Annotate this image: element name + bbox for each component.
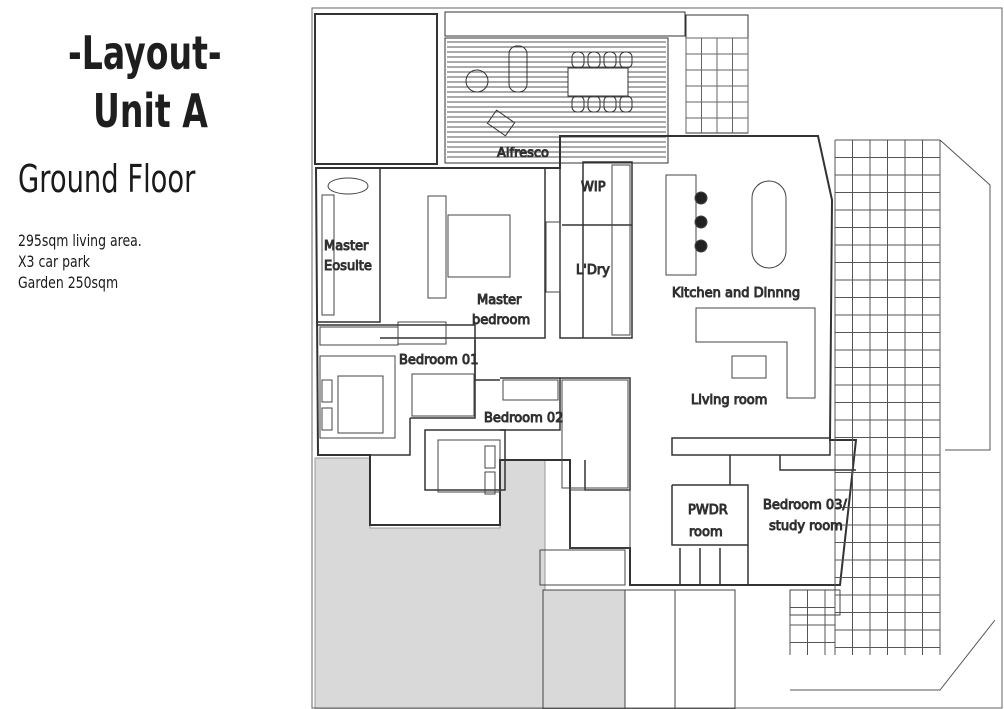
label-master-bedroom-1: Master — [477, 293, 522, 308]
label-bedroom-01: Bedroom 01 — [399, 353, 478, 368]
note-living-area: 295sqm living area. — [18, 231, 142, 250]
unit-title: Unit A — [93, 84, 208, 138]
furniture — [319, 164, 841, 709]
lounger — [486, 109, 516, 137]
label-master-ensuite-2: Eosuite — [324, 259, 372, 274]
label-pwdr-1: PWDR — [688, 503, 728, 518]
bench — [508, 45, 528, 93]
top-left-block — [314, 13, 438, 165]
label-wip: WIP — [581, 180, 606, 195]
label-laundry: L'Dry — [576, 263, 610, 278]
alfresco-deck — [444, 37, 669, 164]
floor-title: Ground Floor — [18, 157, 196, 201]
internal-walls — [316, 161, 856, 585]
plant-icon — [465, 69, 489, 93]
shaded-area — [314, 457, 626, 709]
label-alfresco: Alfresco — [497, 146, 549, 161]
house-outline — [314, 135, 858, 586]
label-bedroom-03-1: Bedroom 03/ — [763, 498, 847, 513]
site-boundary — [311, 7, 1003, 709]
outdoor-chairs — [571, 51, 633, 113]
label-master-bedroom-2: bedroom — [472, 313, 530, 328]
note-garden: Garden 250sqm — [18, 273, 119, 292]
top-strip — [444, 11, 686, 37]
label-master-ensuite-1: Master — [324, 239, 369, 254]
info-panel: -Layout- Unit A Ground Floor 295sqm livi… — [0, 0, 300, 709]
outdoor-table — [567, 67, 629, 97]
label-kitchen-dining: Kitchen and Dinnng — [672, 286, 800, 301]
label-bedroom-02: Bedroom 02 — [484, 411, 563, 426]
terrace-grid — [789, 139, 941, 655]
notes: 295sqm living area. X3 car park Garden 2… — [18, 230, 142, 293]
right-boundary — [790, 139, 996, 691]
label-living-room: Living room — [691, 393, 767, 408]
label-bedroom-03-2: study room — [769, 519, 843, 534]
layout-title: -Layout- — [68, 26, 222, 80]
note-car-park: X3 car park — [18, 252, 90, 271]
label-pwdr-2: room — [689, 525, 723, 540]
